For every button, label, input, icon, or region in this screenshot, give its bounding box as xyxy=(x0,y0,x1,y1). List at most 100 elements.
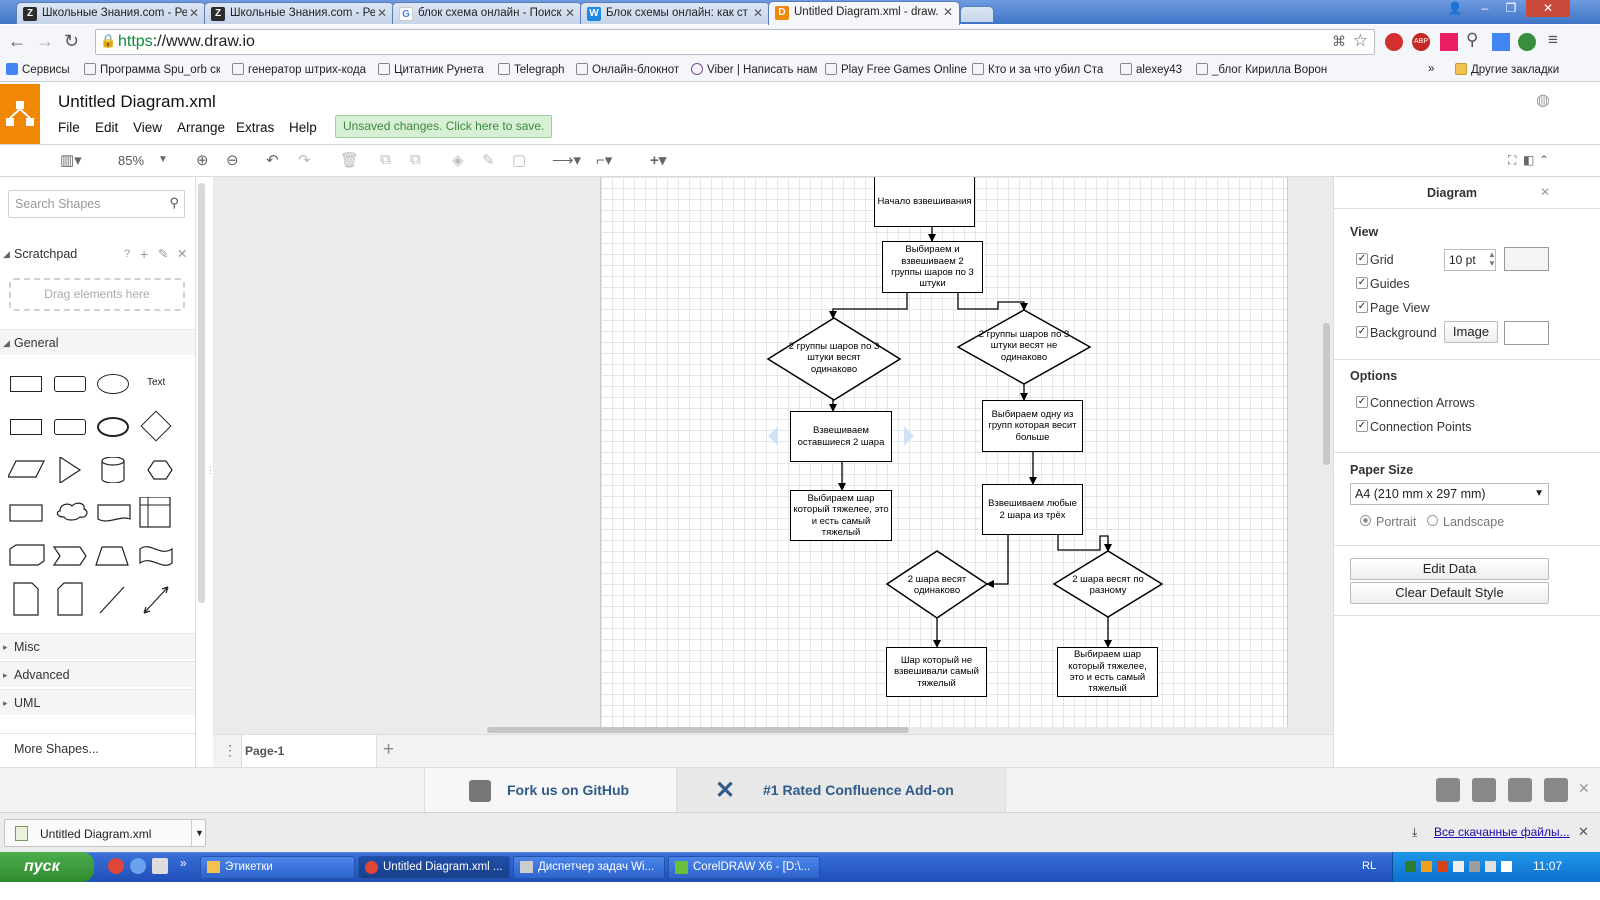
delete-icon[interactable]: 🗑 xyxy=(340,152,360,169)
undo-icon[interactable]: ↶ xyxy=(266,152,279,169)
insert-icon[interactable]: +▾ xyxy=(650,152,667,169)
rounded-rectangle-shape[interactable] xyxy=(54,376,86,392)
landscape-radio[interactable] xyxy=(1427,515,1438,526)
user-icon[interactable]: 👤 xyxy=(1447,1,1463,15)
close-icon[interactable]: ✕ xyxy=(177,247,188,261)
horizontal-scrollbar[interactable] xyxy=(487,727,909,733)
language-indicator[interactable]: RL xyxy=(1362,860,1377,872)
close-icon[interactable]: ✕ xyxy=(1578,824,1589,839)
extension-icon[interactable] xyxy=(1440,33,1458,51)
uml-section-header[interactable]: ▸UML xyxy=(0,689,195,715)
rounded-rectangle-2-shape[interactable] xyxy=(54,419,86,435)
menu-view[interactable]: View xyxy=(133,120,163,135)
grid-size-spinner-icon[interactable]: ▲▼ xyxy=(1488,250,1496,268)
bookmark[interactable]: Telegraph xyxy=(498,63,565,76)
help-icon[interactable]: ? xyxy=(124,248,131,260)
menu-help[interactable]: Help xyxy=(289,120,317,135)
collapse-icon[interactable]: ⌃ xyxy=(1539,153,1550,167)
panel-icon[interactable]: ◧ xyxy=(1523,153,1535,167)
step-shape[interactable] xyxy=(52,546,87,566)
restore-icon[interactable]: ❐ xyxy=(1505,1,1517,15)
browser-tab-5-active[interactable]: D Untitled Diagram.xml - draw. ✕ xyxy=(768,1,960,25)
star-icon[interactable]: ☆ xyxy=(1352,31,1368,50)
google-plus-icon[interactable] xyxy=(1436,778,1460,802)
search-icon[interactable]: ⚲ xyxy=(169,195,179,210)
key-icon[interactable]: ⚲ xyxy=(1466,30,1479,49)
close-icon[interactable]: ✕ xyxy=(188,6,199,20)
bookmark[interactable]: Кто и за что убил Ста xyxy=(972,63,1106,76)
network-icon[interactable] xyxy=(1485,861,1496,872)
globe-icon[interactable]: ◍ xyxy=(1536,92,1550,109)
bookmark[interactable]: Программа Spu_orb ск xyxy=(84,63,220,76)
splitter-handle[interactable]: ⋮ xyxy=(206,465,215,475)
facebook-icon[interactable] xyxy=(1472,778,1496,802)
start-button[interactable]: пуск xyxy=(0,852,94,882)
menu-arrange[interactable]: Arrange xyxy=(177,120,226,135)
bookmark[interactable]: _блог Кирилла Ворон xyxy=(1196,63,1328,76)
rectangle-shape[interactable] xyxy=(10,376,42,392)
cube-shape[interactable] xyxy=(9,544,45,566)
bookmark[interactable]: Онлайн-блокнот xyxy=(576,63,679,76)
reload-icon[interactable]: ↻ xyxy=(64,31,80,51)
taskbar-item-task-manager[interactable]: Диспетчер задач Wi... xyxy=(513,856,665,879)
shadow-icon[interactable]: ▢ xyxy=(512,152,527,169)
extension-2-icon[interactable] xyxy=(1518,33,1536,51)
tray-icon[interactable] xyxy=(1405,861,1416,872)
rectangle-2-shape[interactable] xyxy=(10,419,42,435)
bookmark[interactable]: Play Free Games Online xyxy=(825,63,967,76)
connector[interactable] xyxy=(1057,535,1112,552)
ellipse-2-shape[interactable] xyxy=(97,417,129,437)
portrait-radio[interactable] xyxy=(1360,515,1371,526)
new-tab-button[interactable] xyxy=(960,6,994,22)
decision-shape[interactable] xyxy=(885,550,989,619)
flow-step-weigh-groups[interactable]: Выбираем и взвешиваем 2 группы шаров по … xyxy=(882,241,983,293)
document-title[interactable]: Untitled Diagram.xml xyxy=(58,92,216,111)
format-panel-icon[interactable]: ▥▾ xyxy=(60,152,82,169)
scratchpad-drop-zone[interactable]: Drag elements here xyxy=(9,278,185,311)
grid-color-swatch[interactable] xyxy=(1504,247,1549,271)
table-shape[interactable] xyxy=(139,497,171,528)
paper-size-select[interactable]: A4 (210 mm x 297 mm) ▼ xyxy=(1350,483,1549,505)
tray-icon[interactable] xyxy=(1469,861,1480,872)
zoom-in-icon[interactable]: ⊕ xyxy=(196,152,209,169)
guides-checkbox[interactable]: ✓ xyxy=(1356,277,1368,289)
google-translate-icon[interactable] xyxy=(1492,33,1510,51)
flow-step-choose-group[interactable]: Выбираем одну из групп которая весит бол… xyxy=(982,400,1083,452)
waypoints-icon[interactable]: ⌐▾ xyxy=(596,152,613,169)
add-icon[interactable]: + xyxy=(140,246,149,262)
text-shape[interactable]: Text xyxy=(147,377,166,388)
to-back-icon[interactable]: ⧉ xyxy=(410,151,421,168)
hexagon-shape[interactable] xyxy=(147,460,173,480)
decision-shape[interactable] xyxy=(766,317,902,401)
menu-edit[interactable]: Edit xyxy=(95,120,119,135)
cloud-shape[interactable] xyxy=(56,502,88,521)
hover-arrow-right-icon[interactable] xyxy=(904,426,914,446)
line-color-icon[interactable]: ✎ xyxy=(482,152,495,169)
minimize-icon[interactable]: – xyxy=(1481,1,1489,15)
flow-step-weigh-any[interactable]: Взвешиваем любые 2 шара из трёх xyxy=(982,484,1083,535)
connector[interactable] xyxy=(957,293,1028,311)
close-icon[interactable]: ✕ xyxy=(1578,780,1590,796)
zoom-level[interactable]: 85% xyxy=(118,153,145,168)
unsaved-changes-button[interactable]: Unsaved changes. Click here to save. xyxy=(335,115,553,138)
triangle-shape[interactable] xyxy=(59,457,82,483)
search-input[interactable]: Search Shapes ⚲ xyxy=(8,190,185,218)
misc-section-header[interactable]: ▸Misc xyxy=(0,633,195,659)
background-image-button[interactable]: Image xyxy=(1444,321,1498,343)
trapezoid-shape[interactable] xyxy=(95,546,129,566)
chrome-quicklaunch-icon[interactable] xyxy=(108,858,124,874)
add-page-button[interactable]: + xyxy=(383,739,395,760)
translate-icon[interactable]: ⌘ xyxy=(1332,33,1346,49)
zoom-out-icon[interactable]: ⊖ xyxy=(226,152,239,169)
flow-start[interactable]: Начало взвешивания xyxy=(874,177,975,227)
grid-size-input[interactable]: 10 pt xyxy=(1444,249,1496,271)
scratchpad-header[interactable]: ◢ Scratchpad ? + ✎ ✕ xyxy=(0,241,195,267)
connection-arrows-checkbox[interactable]: ✓ xyxy=(1356,396,1368,408)
menu-file[interactable]: File xyxy=(58,120,80,135)
menu-extras[interactable]: Extras xyxy=(236,120,275,135)
edit-data-button[interactable]: Edit Data xyxy=(1350,558,1549,580)
browser-tab-2[interactable]: Z Школьные Знания.com - Ре ✕ xyxy=(204,2,394,24)
window-close-icon[interactable]: ✕ xyxy=(1526,0,1570,17)
zoom-dropdown-icon[interactable]: ▼ xyxy=(158,154,168,165)
edit-icon[interactable]: ✎ xyxy=(158,247,169,261)
